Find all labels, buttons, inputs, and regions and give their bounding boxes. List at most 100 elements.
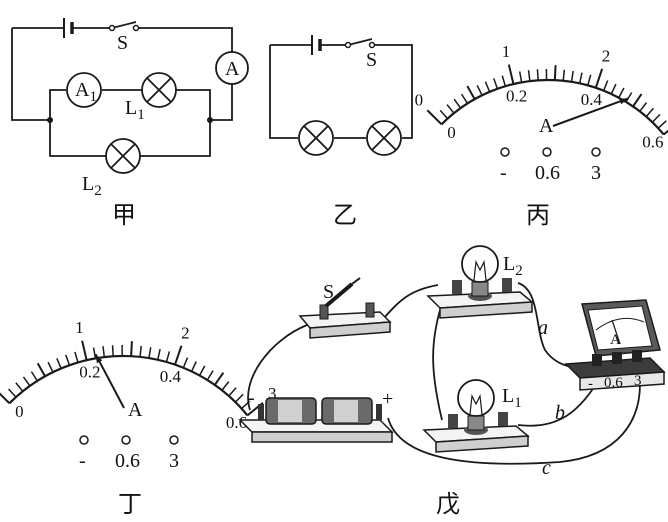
lamp-l2: [426, 245, 534, 319]
lamp-l2-letter: L: [503, 253, 515, 275]
lamp-symbol: [366, 120, 402, 156]
ammeter-main-label: A: [225, 58, 240, 80]
dial-label-bottom: 0.6: [226, 413, 247, 432]
battery-symbol: [63, 18, 74, 38]
dial-label-bottom: 0: [447, 123, 456, 142]
ammeter-a1-letter: A: [75, 79, 90, 101]
terminal-label: 3: [634, 373, 642, 389]
dial-tick: [446, 104, 455, 114]
wire-a-label: a: [538, 317, 548, 339]
dial-label-top: 3: [268, 384, 277, 403]
meter-pointer-head: [619, 98, 629, 105]
figure-wu: a b c S - +: [238, 245, 666, 518]
battery-plus: +: [382, 388, 393, 410]
dial-tick: [578, 72, 583, 84]
svg-text:A1: A1: [75, 79, 97, 105]
dial-label-bottom: 0.6: [642, 132, 663, 151]
figure-jia: S A A1 L1 L2 甲: [11, 18, 249, 229]
caption-jia: 甲: [112, 203, 136, 229]
wire: [383, 284, 439, 319]
switch-label: S: [323, 281, 334, 303]
dial-tick: [639, 102, 648, 112]
dial-tick: [36, 362, 46, 377]
terminal-row: - 0.6 3: [79, 435, 179, 472]
terminal-label: 3: [169, 450, 179, 472]
terminal-label: -: [588, 376, 593, 392]
dial-tick: [493, 78, 499, 90]
figure-bing: 012300.20.40.6 A - 0.6 3 丙: [415, 42, 668, 229]
dial-tick: [466, 85, 476, 100]
dial-label-top: 0: [415, 91, 424, 110]
dial-tick: [536, 69, 539, 81]
lamp-l1-symbol: [141, 72, 177, 108]
switch-s: [108, 24, 140, 32]
ammeter-device-letter: A: [610, 332, 621, 348]
caption-bing: 丙: [526, 203, 550, 229]
junction-dot: [47, 117, 53, 123]
dial-tick: [165, 351, 171, 363]
dial-tick: [657, 120, 667, 129]
terminal-dot: [591, 147, 601, 157]
dial-tick: [30, 371, 38, 382]
dial-label-top: 2: [181, 323, 190, 342]
dial-tick: [213, 372, 225, 386]
dial-tick: [22, 376, 31, 387]
dial-tick: [625, 92, 633, 103]
terminal-dot: [79, 435, 89, 445]
switch-label: S: [366, 49, 377, 71]
dial-label-bottom: 0.2: [79, 363, 100, 382]
dial-label-bottom: 0.2: [506, 87, 527, 106]
dial-tick: [651, 113, 661, 123]
battery-box: [238, 397, 394, 443]
dial-tick: [234, 393, 244, 403]
dial-arc: [440, 78, 665, 136]
svg-text:L2: L2: [82, 173, 102, 199]
dial-tick: [453, 98, 462, 109]
dial-label-bottom: 0: [15, 402, 24, 421]
dial-tick: [562, 69, 566, 81]
dial-tick: [228, 387, 237, 397]
lamp-l1-sub: 1: [137, 107, 145, 123]
lamp-l2-sub: 2: [515, 263, 523, 279]
terminal-label: -: [500, 162, 507, 184]
dial-tick: [602, 80, 609, 91]
lamp-symbol: [298, 120, 334, 156]
terminal-label: 0.6: [115, 450, 140, 472]
wire-c: [387, 383, 641, 465]
terminal-label: 3: [591, 162, 601, 184]
lamp-l2-symbol: [105, 138, 141, 174]
terminal-dot: [500, 147, 510, 157]
terminal-label: 0.6: [535, 162, 560, 184]
dial-tick: [198, 365, 206, 376]
dial-tick: [182, 357, 189, 369]
switch-label: S: [117, 32, 128, 54]
dial-tick: [156, 348, 161, 360]
dial-tick: [618, 87, 625, 99]
meter-dial: 012300.20.40.6: [0, 318, 277, 432]
knife-switch: [298, 277, 392, 339]
dial-tick: [484, 81, 491, 93]
dial-tick: [553, 65, 557, 81]
dial-label-top: 2: [602, 46, 611, 65]
wire-c-label: c: [542, 457, 551, 479]
switch-contact: [344, 41, 352, 49]
terminal-label: 0.6: [604, 375, 623, 391]
figure-ding: 012300.20.40.6 A - 0.6 3 丁: [0, 318, 277, 518]
dial-tick: [645, 107, 654, 118]
dial-label-top: 1: [75, 318, 84, 337]
lamp-l1: [422, 379, 530, 453]
dial-tick: [663, 129, 668, 136]
meter-letter: A: [128, 399, 143, 421]
dial-tick: [102, 346, 106, 358]
meter-pointer: [94, 353, 125, 409]
dial-label-top: 1: [502, 42, 511, 61]
figure-yi: S 乙: [269, 35, 413, 229]
dial-tick: [587, 74, 592, 86]
meter-pointer: [552, 97, 629, 127]
dial-tick: [594, 68, 604, 89]
dial-tick: [206, 370, 214, 381]
lamp-l1-sub: 1: [514, 395, 522, 411]
meter-dial: 012300.20.40.6: [415, 42, 668, 151]
dial-tick: [47, 361, 54, 373]
